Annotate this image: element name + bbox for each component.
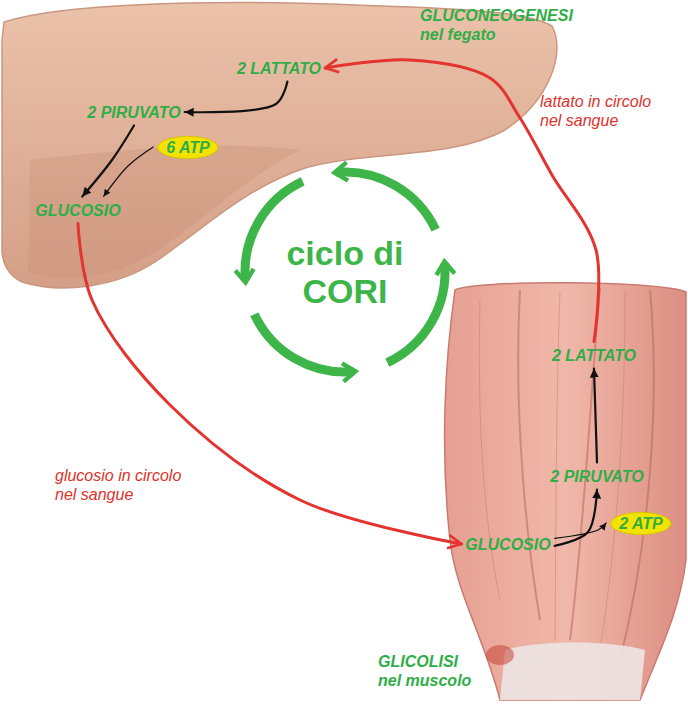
liver-shape	[2, 3, 557, 288]
metabolite-label: GLUCOSIO	[35, 201, 120, 220]
metabolite-label: 2 LATTATO	[552, 346, 636, 365]
cycle-ring	[245, 172, 445, 372]
metabolite-label: 2 LATTATO	[237, 59, 321, 78]
metabolite-label: 2 PIRUVATO	[87, 103, 180, 122]
atp-badge: 2 ATP	[610, 512, 672, 535]
flow-arrow	[82, 126, 134, 197]
edge-label: lattato in circolo nel sangue	[540, 92, 665, 130]
edge-label-holder: lattato in circolo nel sangue	[540, 92, 665, 130]
metabolite-name: 2 PIRUVATO	[550, 467, 643, 486]
metabolite-name: 2 LATTATO	[237, 59, 321, 78]
region-heading: GLICOLISI nel muscolo	[378, 652, 478, 690]
muscle-shape	[445, 283, 686, 700]
edge-label-holder: glucosio in circolo nel sangue	[55, 466, 190, 504]
metabolite-label: 2 PIRUVATO	[550, 467, 643, 486]
flow-arrow	[185, 82, 288, 113]
metabolite-name: 2 LATTATO	[552, 346, 636, 365]
atp-badge: 6 ATP	[157, 136, 219, 159]
organ-region: GLICOLISI nel muscolo 2 LATTATO 2 PIRUVATO…	[370, 280, 688, 708]
atp-oval-fill	[611, 512, 671, 534]
cycle-label: ciclo di CORI	[260, 234, 430, 310]
metabolite-name: GLUCOSIO	[35, 201, 120, 220]
region-heading: GLUCONEOGENESI nel fegato	[420, 6, 595, 44]
atp-oval-fill	[158, 136, 218, 158]
metabolite-name: GLUCOSIO	[465, 535, 550, 554]
cycle-title: ciclo di CORI	[260, 234, 430, 310]
edge-label: glucosio in circolo nel sangue	[55, 466, 190, 504]
metabolite-name: 2 PIRUVATO	[87, 103, 180, 122]
atp-count: 6 ATP	[166, 138, 210, 157]
metabolite-label: GLUCOSIO	[465, 535, 550, 554]
flow-arrow	[594, 369, 597, 463]
blood-arrow	[78, 224, 461, 545]
atp-arrow	[555, 523, 607, 538]
atp-count: 2 ATP	[619, 514, 663, 533]
liver-shade	[28, 146, 300, 279]
atp-arrow	[104, 147, 154, 197]
